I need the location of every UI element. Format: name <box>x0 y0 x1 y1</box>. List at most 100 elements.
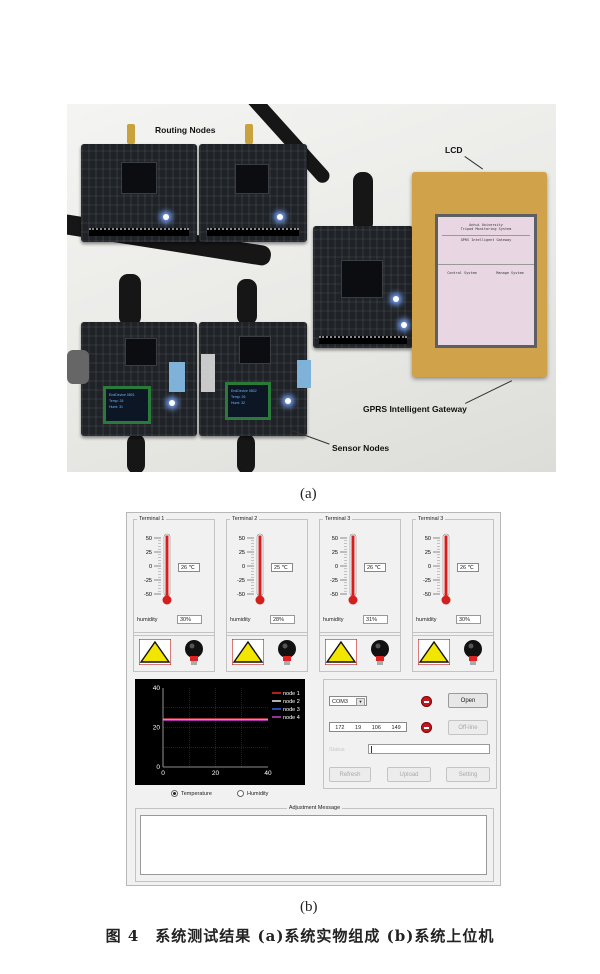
status-field[interactable] <box>368 744 490 754</box>
radio-temperature[interactable]: Temperature <box>171 790 212 797</box>
thermo-tick-label: 25 <box>146 550 152 556</box>
thermo-tick-label: 25 <box>332 550 338 556</box>
antenna <box>353 172 373 232</box>
thermo-tick-label: -25 <box>144 578 152 584</box>
com-port-select[interactable]: COM3 ▼ <box>329 696 367 706</box>
open-button[interactable]: Open <box>448 693 488 708</box>
setting-button[interactable]: Setting <box>446 767 490 782</box>
label-sensor-nodes: Sensor Nodes <box>332 443 390 453</box>
humidity-display: 30% <box>177 615 202 624</box>
terminal-panel: Terminal 3 50 25 0 -25 -50 26 ℃ humidity… <box>319 516 401 636</box>
x-tick-label: 0 <box>161 770 165 777</box>
thermo-tick-label: 50 <box>332 536 338 542</box>
status-label: Status <box>329 747 345 753</box>
gateway-board <box>313 226 413 348</box>
terminal-alarm-panel <box>412 632 494 672</box>
temperature-display: 26 ℃ <box>178 563 200 572</box>
legend-label: node 4 <box>283 715 300 721</box>
radio-temperature-dot[interactable] <box>171 790 178 797</box>
monitoring-software-window: Terminal 1 50 25 0 -25 -50 26 ℃ humidity… <box>126 512 501 886</box>
legend-label: node 2 <box>283 699 300 705</box>
lcd-manage-button: Manage System <box>496 271 524 275</box>
thermo-tick-label: 25 <box>239 550 245 556</box>
humidity-display: 28% <box>270 615 295 624</box>
radio-humidity-dot[interactable] <box>237 790 244 797</box>
thermometer-icon: 50 25 0 -25 -50 <box>423 533 451 605</box>
humidity-sensor <box>297 360 311 388</box>
label-gprs-gateway: GPRS Intelligent Gateway <box>363 404 467 414</box>
thermo-tick-label: -50 <box>237 592 245 598</box>
network-stop-icon <box>421 722 432 733</box>
terminal-alarm-panel <box>133 632 215 672</box>
label-lcd: LCD <box>445 145 463 155</box>
chevron-down-icon[interactable]: ▼ <box>356 698 365 706</box>
bulb-icon <box>185 640 203 665</box>
hardware-photo: Anhui University Tripod Monitoring Syste… <box>67 104 556 472</box>
temperature-display: 26 ℃ <box>364 563 386 572</box>
humidity-display: 30% <box>456 615 481 624</box>
terminal-title: Terminal 3 <box>416 516 446 522</box>
capacitor <box>201 354 215 392</box>
thermo-tick-label: 50 <box>425 536 431 542</box>
antenna <box>127 434 145 472</box>
terminal-title: Terminal 2 <box>230 516 260 522</box>
thermo-tick-label: -50 <box>423 592 431 598</box>
radio-temperature-label: Temperature <box>181 790 212 797</box>
thermometer-icon: 50 25 0 -25 -50 <box>144 533 172 605</box>
subfigure-caption-b: (b) <box>300 899 318 915</box>
lcd-screen: Anhui University Tripod Monitoring Syste… <box>435 214 537 348</box>
lcd-line-1: Anhui University <box>469 223 503 227</box>
warning-icon <box>139 639 171 665</box>
thermo-tick-label: -50 <box>330 592 338 598</box>
temperature-display: 25 ℃ <box>271 563 293 572</box>
serial-stop-icon <box>421 696 432 707</box>
refresh-button[interactable]: Refresh <box>329 767 371 782</box>
lcd-control-button: Control System <box>447 271 477 275</box>
thermo-tick-label: -25 <box>423 578 431 584</box>
label-routing-nodes: Routing Nodes <box>155 125 216 135</box>
humidity-sensor <box>169 362 185 392</box>
thermo-tick-label: 25 <box>425 550 431 556</box>
y-tick-label: 40 <box>153 685 161 692</box>
com-port-value: COM3 <box>332 699 348 705</box>
routing-node-board <box>199 144 307 242</box>
warning-icon <box>232 639 264 665</box>
humidity-label: humidity <box>230 617 251 623</box>
adjustment-message-textarea[interactable] <box>140 815 487 875</box>
upload-button[interactable]: Upload <box>387 767 431 782</box>
lcd-line-2: Tripod Monitoring System <box>460 227 512 231</box>
antenna <box>237 279 257 325</box>
thermo-tick-label: 0 <box>335 564 338 570</box>
terminal-panel: Terminal 1 50 25 0 -25 -50 26 ℃ humidity… <box>133 516 215 636</box>
temperature-display: 26 ℃ <box>457 563 479 572</box>
antenna <box>119 274 141 326</box>
subfigure-caption-a: (a) <box>300 486 317 502</box>
gas-sensor <box>67 350 89 384</box>
legend-label: node 3 <box>283 707 300 713</box>
offline-button[interactable]: Off-line <box>448 720 488 735</box>
bulb-icon <box>464 640 482 665</box>
terminal-title: Terminal 3 <box>323 516 353 522</box>
legend-label: node 1 <box>283 691 300 697</box>
humidity-label: humidity <box>323 617 344 623</box>
bulb-icon <box>371 640 389 665</box>
radio-humidity[interactable]: Humidity <box>237 790 268 797</box>
thermo-tick-label: 0 <box>242 564 245 570</box>
adjustment-message-title: Adjustment Message <box>286 805 343 811</box>
figure-caption: 图 4 系统测试结果 (a)系统实物组成 (b)系统上位机 <box>105 927 495 945</box>
terminal-title: Terminal 1 <box>137 516 167 522</box>
terminal-alarm-panel <box>319 632 401 672</box>
warning-icon <box>418 639 450 665</box>
humidity-display: 31% <box>363 615 388 624</box>
lcd-line-3: GPRS Intelligent Gateway <box>460 238 512 242</box>
x-tick-label: 40 <box>264 770 272 777</box>
thermo-tick-label: 0 <box>149 564 152 570</box>
terminal-panel: Terminal 3 50 25 0 -25 -50 26 ℃ humidity… <box>412 516 494 636</box>
humidity-label: humidity <box>137 617 158 623</box>
